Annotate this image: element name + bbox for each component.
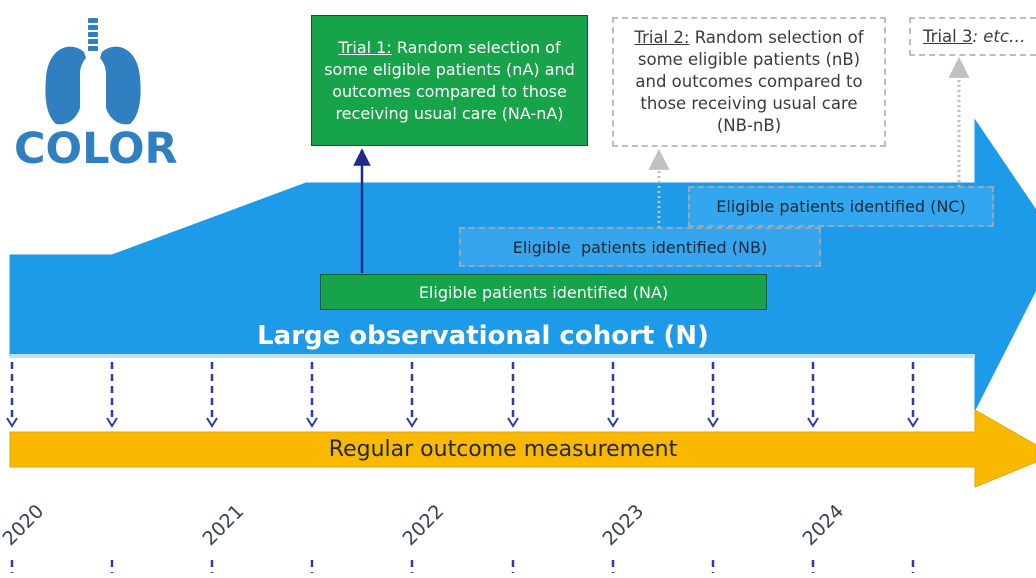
trial-3-box: Trial 3: etc… [909,17,1036,56]
outcome-label: Regular outcome measurement [328,437,678,462]
trial-2-title: Trial 2: [634,28,690,47]
trial-1-description: Random selection of some eligible patien… [324,37,575,123]
measurement-arrow [707,362,719,428]
measurement-arrow [306,362,318,428]
measurement-arrow [6,362,18,428]
measurement-arrow [607,362,619,428]
measurement-arrow [406,362,418,428]
measurement-arrow [106,362,118,428]
eligible-na-box: Eligible patients identified (NA) [320,274,767,310]
measurement-arrow [807,362,819,428]
eligible-nb-box: Eligible patients identified (NB) [459,227,821,267]
trial-2-description: Random selection of some eligible patien… [635,28,864,135]
trial-2-box: Trial 2: Random selection of some eligib… [612,17,886,147]
eligible-na-label: Eligible patients identified (NA) [418,282,669,302]
trial-3-title: Trial 3 [923,27,973,46]
trial-3-description: : etc… [972,27,1026,46]
eligible-nc-label: Eligible patients identified (NC) [716,197,966,216]
measurement-arrow [907,362,919,428]
measurement-arrow [206,362,218,428]
measurement-arrow [507,362,519,428]
cohort-label: Large observational cohort (N) [257,321,709,351]
eligible-nc-box: Eligible patients identified (NC) [688,186,994,227]
measurement-arrows [6,362,919,428]
lungs-icon [45,18,141,125]
eligible-nb-label: Eligible patients identified (NB) [512,237,768,257]
outcome-arrow [9,409,1036,488]
trial-1-box: Trial 1: Random selection of some eligib… [311,15,588,146]
trial-1-title: Trial 1: [338,37,392,57]
logo-text: COLOR [14,124,178,174]
timeline-ticks [10,560,915,573]
